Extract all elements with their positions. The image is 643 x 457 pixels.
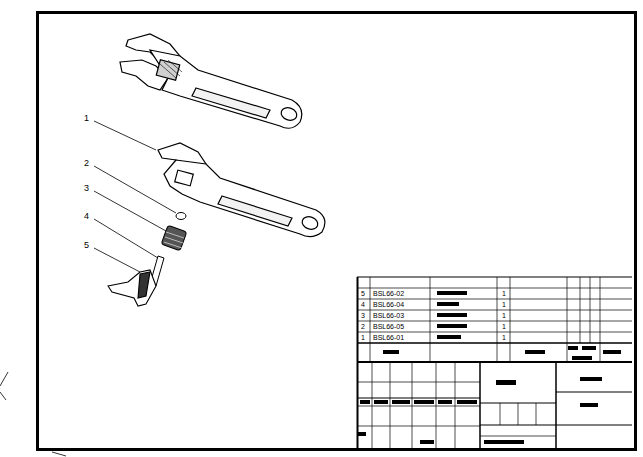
table-cell: 5: [360, 290, 366, 297]
callout-number: 2: [83, 159, 90, 168]
leader-lines: [94, 121, 176, 272]
table-cell: 1: [360, 334, 366, 341]
table-cell: 3: [360, 312, 366, 319]
sheet-border: [38, 13, 636, 450]
callout-number: 5: [83, 241, 90, 250]
filled-bars: [358, 291, 621, 444]
table-cell: 1: [501, 334, 507, 341]
ring-part: [176, 213, 186, 220]
table-cell: BSL66-03: [372, 312, 405, 319]
table-cell: 4: [360, 301, 366, 308]
table-cell: 1: [501, 323, 507, 330]
table-cell: 2: [360, 323, 366, 330]
callout-number: 4: [83, 212, 90, 221]
wrench-body: [158, 143, 325, 237]
table-cell: 1: [501, 312, 507, 319]
callout-number: 1: [83, 114, 90, 123]
wrench-assembled: [120, 34, 302, 128]
table-cell: 1: [501, 301, 507, 308]
jaw-part: [108, 270, 156, 306]
callout-number: 3: [83, 184, 90, 193]
table-cell: BSL66-01: [372, 334, 405, 341]
table-cell: BSL66-02: [372, 290, 405, 297]
title-block: [357, 277, 632, 448]
table-cell: BSL66-04: [372, 301, 405, 308]
table-cell: BSL66-05: [372, 323, 405, 330]
worm-part: [161, 225, 187, 251]
table-cell: 1: [501, 290, 507, 297]
